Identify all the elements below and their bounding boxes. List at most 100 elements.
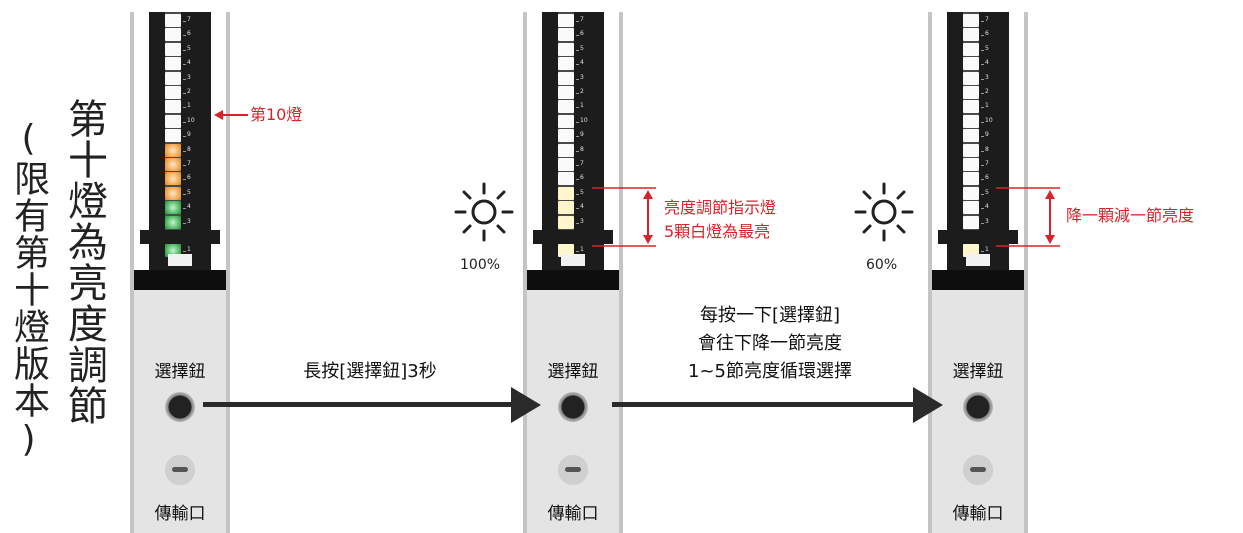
usb-port-icon <box>165 455 195 485</box>
bracket-arrow-icon <box>996 187 1060 247</box>
led-cell <box>963 14 979 27</box>
led-cell <box>963 86 979 99</box>
led-cell <box>165 201 181 215</box>
scale-tick <box>576 179 579 181</box>
scale-number: 10 <box>985 116 993 124</box>
flow-arrowhead-2 <box>913 387 943 423</box>
led-cell <box>165 100 181 114</box>
scale-number: 3 <box>187 73 191 81</box>
scale-number: 1 <box>985 246 989 254</box>
scale-tick <box>183 49 186 51</box>
scale-number: 8 <box>580 145 584 153</box>
scale-tick <box>576 193 579 195</box>
led-strip: 765432110987654321 <box>947 12 1009 270</box>
scale-number: 6 <box>187 30 191 38</box>
scale-tick <box>981 49 984 51</box>
scale-number: 9 <box>580 131 584 139</box>
scale-tick <box>576 251 579 253</box>
rail-left <box>928 12 932 533</box>
led-cell <box>963 158 979 171</box>
step2-line2: 會往下降一節亮度 <box>698 333 842 354</box>
scale-tick <box>981 251 984 253</box>
scale-tick <box>576 136 579 138</box>
scale-number: 6 <box>580 174 584 182</box>
sun-icon <box>454 182 514 242</box>
scale-tick <box>183 21 186 22</box>
scale-number: 7 <box>580 160 584 167</box>
tenth-light-label: 第10燈 <box>250 105 303 124</box>
scale-tick <box>981 193 984 195</box>
scale-number: 5 <box>187 44 191 52</box>
scale-number: 5 <box>985 188 989 196</box>
scale-number: 6 <box>187 174 191 182</box>
scale-number: 5 <box>580 44 584 52</box>
led-cell <box>165 215 181 229</box>
select-button[interactable] <box>558 392 588 422</box>
led-column <box>963 12 979 258</box>
scale-tick <box>183 78 186 80</box>
scale-number: 8 <box>187 145 191 153</box>
strip-base <box>966 254 990 266</box>
indicator-line2: 5顆白燈為最亮 <box>664 222 771 241</box>
scale-tick <box>183 251 186 253</box>
scale-number: 7 <box>580 16 584 23</box>
scale-number: 2 <box>985 88 989 95</box>
scale-tick <box>183 208 186 210</box>
scale-tick <box>981 150 984 152</box>
led-cell <box>963 186 979 200</box>
led-cell <box>558 28 574 42</box>
led-cell <box>165 42 181 56</box>
led-cell <box>558 201 574 215</box>
led-cell <box>558 86 574 99</box>
scale-tick <box>981 78 984 80</box>
select-button-label: 選擇鈕 <box>952 362 1004 382</box>
select-button[interactable] <box>963 392 993 422</box>
led-cell <box>963 143 979 157</box>
scale-tick <box>981 64 984 66</box>
flow-arrowhead-1 <box>511 387 541 423</box>
scale-number: 3 <box>187 217 191 225</box>
scale-number: 2 <box>580 88 584 95</box>
scale-tick <box>183 193 186 195</box>
led-cell <box>558 158 574 171</box>
scale-tick <box>183 179 186 181</box>
led-strip: 765432110987654321 <box>542 12 604 270</box>
led-cell <box>165 172 181 186</box>
pointer-arrow-icon <box>214 110 248 120</box>
port-label: 傳輸口 <box>952 504 1004 524</box>
scale-tick <box>576 121 579 123</box>
scale-tick <box>981 179 984 181</box>
led-cell <box>963 71 979 85</box>
rail-right <box>619 12 623 533</box>
scale-number: 9 <box>985 131 989 139</box>
strip-base <box>168 254 192 266</box>
scale-number: 3 <box>580 217 584 225</box>
scale-tick <box>576 208 579 210</box>
led-cell <box>165 14 181 27</box>
led-cell <box>963 129 979 143</box>
scale-number: 6 <box>580 30 584 38</box>
scale-tick <box>981 107 984 109</box>
port-label: 傳輸口 <box>547 504 599 524</box>
scale-number: 3 <box>985 73 989 81</box>
led-cell <box>165 57 181 71</box>
scale-tick <box>576 64 579 66</box>
strip-bracket <box>938 230 1018 244</box>
bracket-arrow-icon <box>592 187 656 247</box>
scale-number: 8 <box>985 145 989 153</box>
scale-number: 7 <box>187 160 191 167</box>
scale-number: 1 <box>187 102 191 110</box>
led-cell <box>558 215 574 229</box>
scale-tick <box>183 222 186 224</box>
led-cell <box>558 172 574 186</box>
scale-number: 4 <box>985 59 989 67</box>
scale-tick <box>576 21 579 22</box>
scale-tick <box>183 107 186 109</box>
flow-arrow-2 <box>612 402 917 407</box>
led-cell <box>963 172 979 186</box>
scale-tick <box>981 165 984 166</box>
select-button[interactable] <box>165 392 195 422</box>
strip-bracket <box>533 230 613 244</box>
led-cell <box>558 114 574 128</box>
led-cell <box>558 143 574 157</box>
